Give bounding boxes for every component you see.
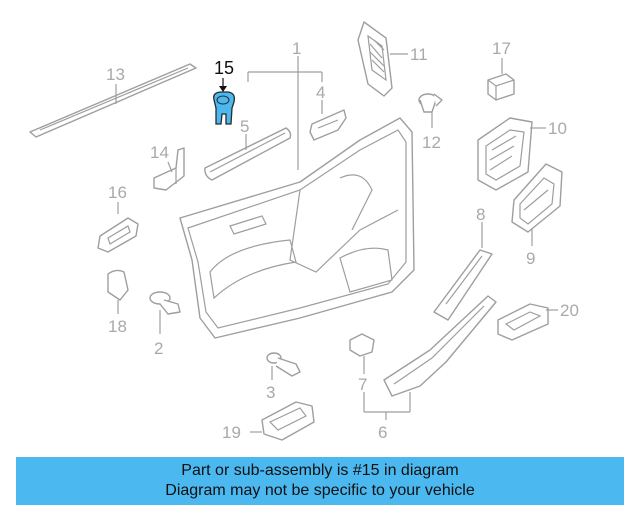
part-12-clip (418, 93, 443, 113)
part-16-handle-insert (97, 217, 139, 253)
callout-14: 14 (150, 143, 169, 162)
part-18-cover (107, 269, 129, 301)
callout-10: 10 (548, 119, 567, 138)
part-13-belt-molding (29, 63, 197, 138)
callout-19: 19 (222, 423, 241, 442)
callout-9: 9 (526, 249, 535, 268)
part-10-master-switch (477, 117, 533, 191)
part-5-trim-strip (204, 127, 292, 181)
part-8-trim (433, 249, 493, 321)
callout-18: 18 (108, 317, 127, 336)
part-19-mount (261, 401, 315, 441)
part-14-bracket (153, 147, 185, 191)
callout-5: 5 (240, 117, 249, 136)
callout-1: 1 (292, 39, 301, 58)
part-4-handle-bezel (309, 109, 347, 141)
part-11-mirror-cover (357, 21, 393, 97)
callout-7: 7 (358, 375, 367, 394)
part-17-switch (487, 73, 515, 101)
callout-17: 17 (492, 39, 511, 58)
part-7-clip (349, 333, 375, 357)
part-2-push-pin (149, 291, 181, 315)
callout-6: 6 (378, 423, 387, 442)
part-20-switch (497, 303, 549, 341)
info-banner: Part or sub-assembly is #15 in diagram D… (16, 457, 624, 505)
part-15-clip[interactable] (213, 91, 236, 125)
callout-4: 4 (316, 83, 325, 102)
callout-2: 2 (154, 339, 163, 358)
banner-line-disclaimer: Diagram may not be specific to your vehi… (165, 482, 475, 499)
callout-15[interactable]: 15 (214, 58, 234, 78)
banner-line-part: Part or sub-assembly is #15 in diagram (181, 462, 459, 479)
callout-11: 11 (410, 45, 428, 64)
part-3-clip (266, 352, 301, 377)
parts-diagram: 15 1 2 3 4 5 6 7 8 9 10 11 12 13 14 16 1… (29, 21, 579, 442)
part-1-door-trim-panel (179, 117, 415, 339)
part-9-window-switch (511, 163, 563, 233)
callout-20: 20 (560, 301, 579, 320)
callout-13: 13 (106, 65, 125, 84)
callout-12: 12 (422, 133, 441, 152)
part-6-armrest (383, 295, 497, 397)
callout-3: 3 (266, 383, 275, 402)
callout-16: 16 (108, 183, 127, 202)
callout-8: 8 (476, 205, 485, 224)
